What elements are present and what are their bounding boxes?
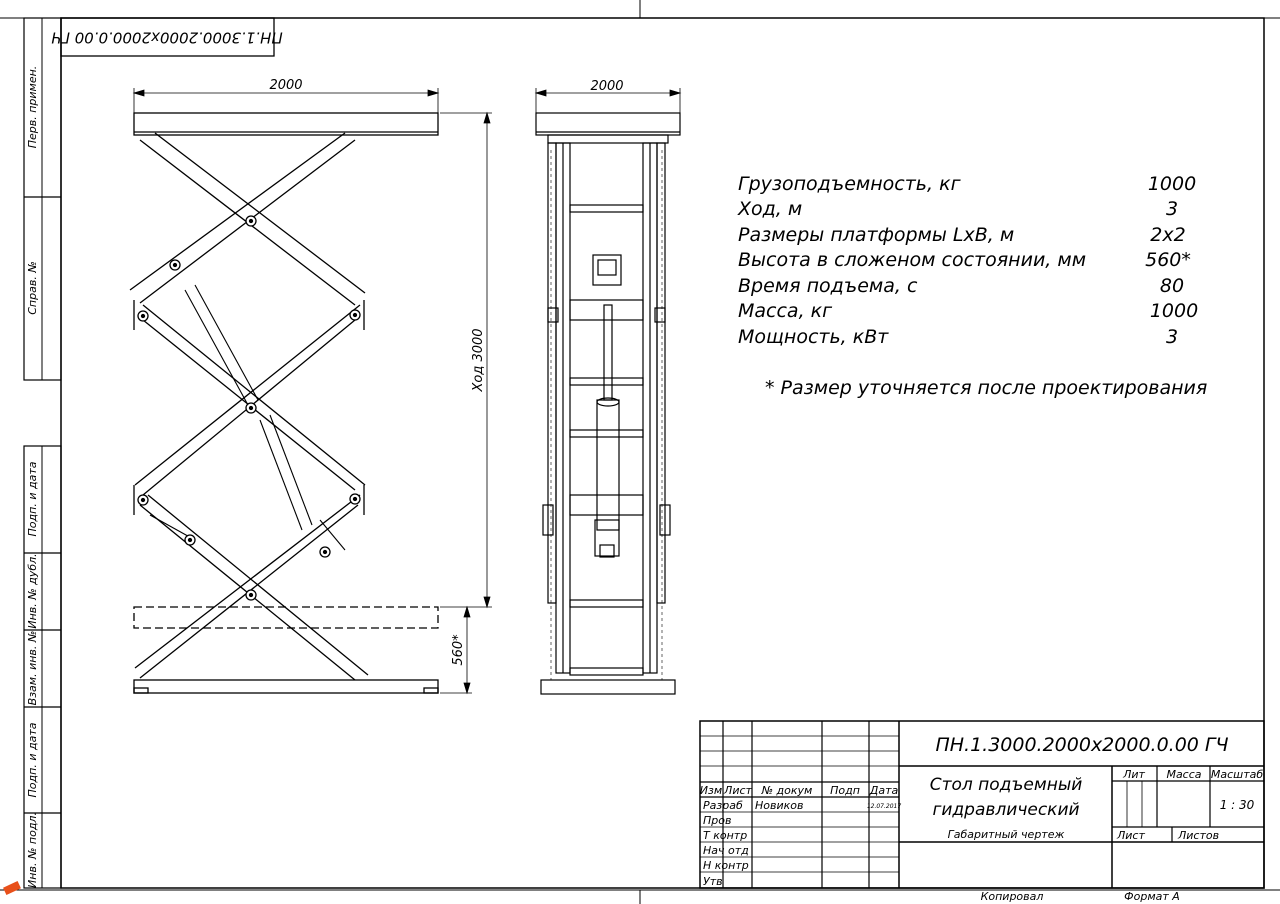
spec-label: Мощность, кВт — [738, 326, 889, 348]
spec-row: Размеры платформы LxB, м 2х2 — [738, 224, 1186, 246]
spec-value: 2х2 — [1150, 224, 1185, 246]
tb-row-razrab: Разраб — [703, 799, 743, 812]
tb-name-line2: гидравлический — [932, 800, 1079, 820]
corner-mark-icon — [3, 880, 21, 896]
tb-col-podp: Подп — [830, 784, 860, 797]
spec-row: Грузоподъемность, кг 1000 — [738, 173, 1196, 195]
hydraulic-cylinders — [149, 284, 346, 551]
side-base — [540, 679, 676, 695]
cross-members — [569, 204, 644, 676]
spec-row: Масса, кг 1000 — [738, 300, 1198, 322]
tb-doc-type: Габаритный чертеж — [948, 828, 1065, 841]
tb-name-line1: Стол подъемный — [930, 775, 1083, 795]
strip-vzam-inv: Взам. инв. № — [26, 631, 39, 706]
tb-format: Формат А — [1124, 890, 1180, 903]
dim-stroke: Ход 3000 — [471, 328, 486, 392]
spec-label: Ход, м — [737, 198, 802, 220]
tb-row-nkontr: Н контр — [703, 859, 749, 872]
tb-razrab-date: 12.07.2017 — [867, 803, 902, 810]
spec-row: Время подъема, с 80 — [738, 275, 1184, 297]
spec-row: Высота в сложеном состоянии, мм 560* — [738, 249, 1191, 271]
front-view — [129, 112, 439, 694]
spec-label: Грузоподъемность, кг — [738, 173, 962, 195]
tb-col-ndokum: № докум — [761, 784, 813, 797]
tb-lit: Лит — [1122, 768, 1145, 781]
side-cylinder — [592, 254, 622, 558]
spec-label: Высота в сложеном состоянии, мм — [738, 249, 1086, 271]
dim-width-side: 2000 — [590, 79, 623, 94]
pivot-pins — [137, 215, 361, 601]
spec-label: Размеры платформы LxB, м — [738, 224, 1014, 246]
spec-note: * Размер уточняется после проектирования — [765, 377, 1207, 399]
tb-scale: 1 : 30 — [1220, 798, 1255, 812]
spec-row: Мощность, кВт 3 — [738, 326, 1178, 348]
folded-platform-outline — [133, 606, 439, 629]
strip-sprav-no: Справ. № — [26, 261, 39, 315]
spec-value: 560* — [1145, 249, 1191, 271]
dim-folded: 560* — [451, 634, 466, 666]
strip-podp-data-1: Подп. и дата — [26, 461, 39, 536]
strip-inv-podl: Инв. № подл. — [26, 812, 39, 888]
strip-podp-data-2: Подп. и дата — [26, 722, 39, 797]
side-dimensions — [534, 88, 682, 113]
dim-width-front: 2000 — [269, 78, 302, 93]
tb-listov: Листов — [1177, 829, 1219, 842]
tb-col-list: Лист — [723, 784, 752, 797]
bottom-base — [133, 679, 439, 694]
spec-label: Время подъема, с — [738, 275, 918, 297]
spec-value: 3 — [1166, 198, 1178, 220]
tb-kopiroval: Копировал — [981, 890, 1044, 903]
spec-value: 3 — [1166, 326, 1178, 348]
top-platform — [133, 112, 439, 136]
spec-label: Масса, кг — [738, 300, 833, 322]
tb-col-izm: Изм — [700, 784, 722, 797]
spec-value: 1000 — [1148, 173, 1196, 195]
tb-row-utv: Утв — [703, 875, 723, 888]
tb-designation: ПН.1.3000.2000х2000.0.00 ГЧ — [935, 734, 1228, 756]
mirrored-designation: ПН.1.3000.2000х2000.0.00 ГЧ — [51, 29, 282, 47]
tb-razrab-name: Новиков — [755, 799, 804, 812]
tb-row-tkontr: Т контр — [703, 829, 747, 842]
tb-row-nachotd: Нач отд — [703, 844, 749, 857]
spec-value: 1000 — [1150, 300, 1198, 322]
title-block-text: ПН.1.3000.2000х2000.0.00 ГЧ Стол подъемн… — [700, 734, 1264, 903]
spec-row: Ход, м 3 — [737, 198, 1178, 220]
side-strip: Перв. примен. Справ. № Подп. и дата Инв.… — [23, 17, 62, 889]
spec-table: Грузоподъемность, кг 1000 Ход, м 3 Разме… — [737, 173, 1207, 399]
strip-inv-dubl: Инв. № дубл. — [26, 553, 39, 628]
strip-perv-primen: Перв. примен. — [26, 66, 39, 149]
tb-massa: Масса — [1166, 768, 1201, 781]
tb-col-data: Дата — [869, 784, 899, 797]
spec-value: 80 — [1160, 275, 1184, 297]
tb-row-prov: Пров — [703, 814, 731, 827]
title-block — [699, 720, 1265, 889]
front-dimensions — [132, 88, 492, 695]
side-view — [535, 112, 681, 695]
tb-masshtab: Масштаб — [1211, 768, 1263, 781]
mirrored-designation-box: ПН.1.3000.2000х2000.0.00 ГЧ — [51, 17, 283, 57]
tb-list: Лист — [1116, 829, 1145, 842]
